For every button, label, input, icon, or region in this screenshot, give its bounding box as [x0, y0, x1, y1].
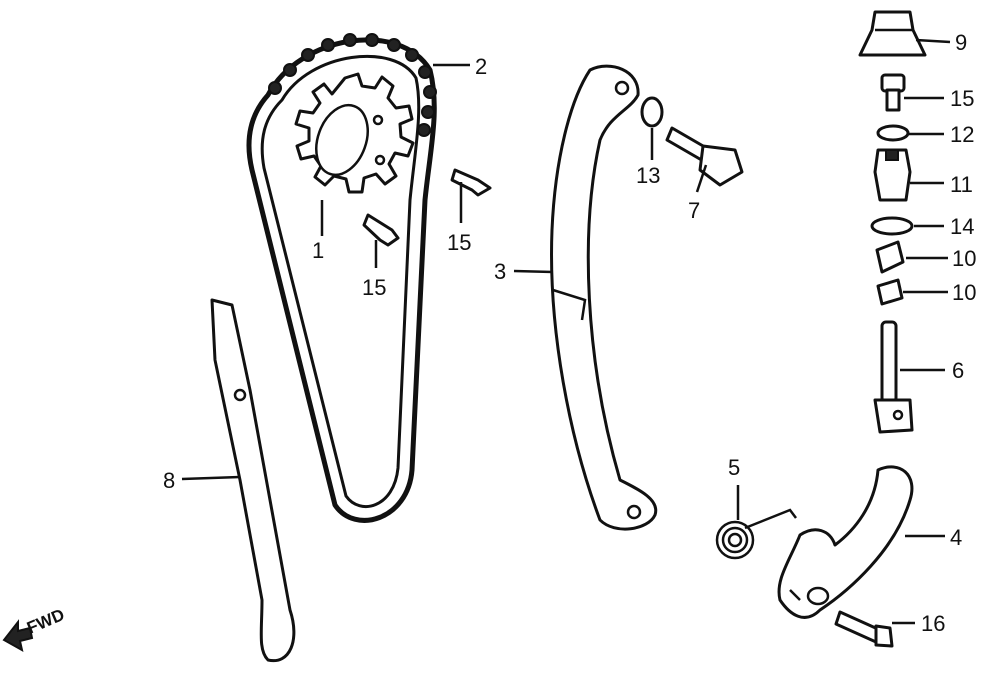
forward-label: FWD: [24, 605, 67, 638]
callout-13: 13: [636, 163, 660, 188]
callout-9: 9: [955, 30, 967, 55]
sealing-bolt: [873, 148, 912, 202]
tensioner-push-rod: [873, 320, 914, 434]
cam-sprocket: [294, 72, 415, 194]
washer: [876, 124, 910, 142]
forward-direction-indicator: FWD: [2, 605, 67, 652]
callout-labels: 1 2 3 4 5 6 7 8 9 10 10 11 12 13 14 15 1…: [163, 30, 976, 636]
callout-8: 8: [163, 468, 175, 493]
callout-3: 3: [494, 259, 506, 284]
callout-14: 14: [950, 214, 974, 239]
callout-5: 5: [728, 455, 740, 480]
tensioner-arm-bolt: [834, 610, 894, 648]
callout-16: 16: [921, 611, 945, 636]
cam-chain-guide: [550, 64, 658, 531]
bolt-sprocket-left: [362, 213, 400, 247]
callout-12: 12: [950, 122, 974, 147]
tensioner-collar-upper: [875, 240, 905, 274]
callout-4: 4: [950, 525, 962, 550]
callout-15-stack: 15: [950, 86, 974, 111]
tensioner-cap: [858, 10, 927, 57]
bolt-sprocket-right: [450, 168, 492, 197]
callout-1: 1: [312, 238, 324, 263]
callout-15-left: 15: [362, 275, 386, 300]
chain-guide-slipper: [210, 298, 296, 663]
callout-10-lower: 10: [952, 280, 976, 305]
sealing-washer: [640, 96, 664, 128]
o-ring: [870, 216, 914, 236]
callout-6: 6: [952, 358, 964, 383]
cam-chain: [246, 33, 437, 523]
tensioner-spring: [715, 508, 797, 560]
pivot-bolt: [665, 126, 744, 187]
callout-2: 2: [475, 54, 487, 79]
callout-10-upper: 10: [952, 246, 976, 271]
callout-11: 11: [950, 172, 973, 197]
bolt-tensioner-stack: [880, 73, 906, 112]
tensioner-arm: [777, 465, 914, 619]
tensioner-collar-lower: [876, 278, 904, 306]
callout-leaders: [181, 38, 951, 625]
callout-15-right: 15: [447, 230, 471, 255]
callout-7: 7: [688, 198, 700, 223]
forward-arrow-icon: [2, 619, 34, 652]
chain-link-pattern: [268, 33, 437, 137]
